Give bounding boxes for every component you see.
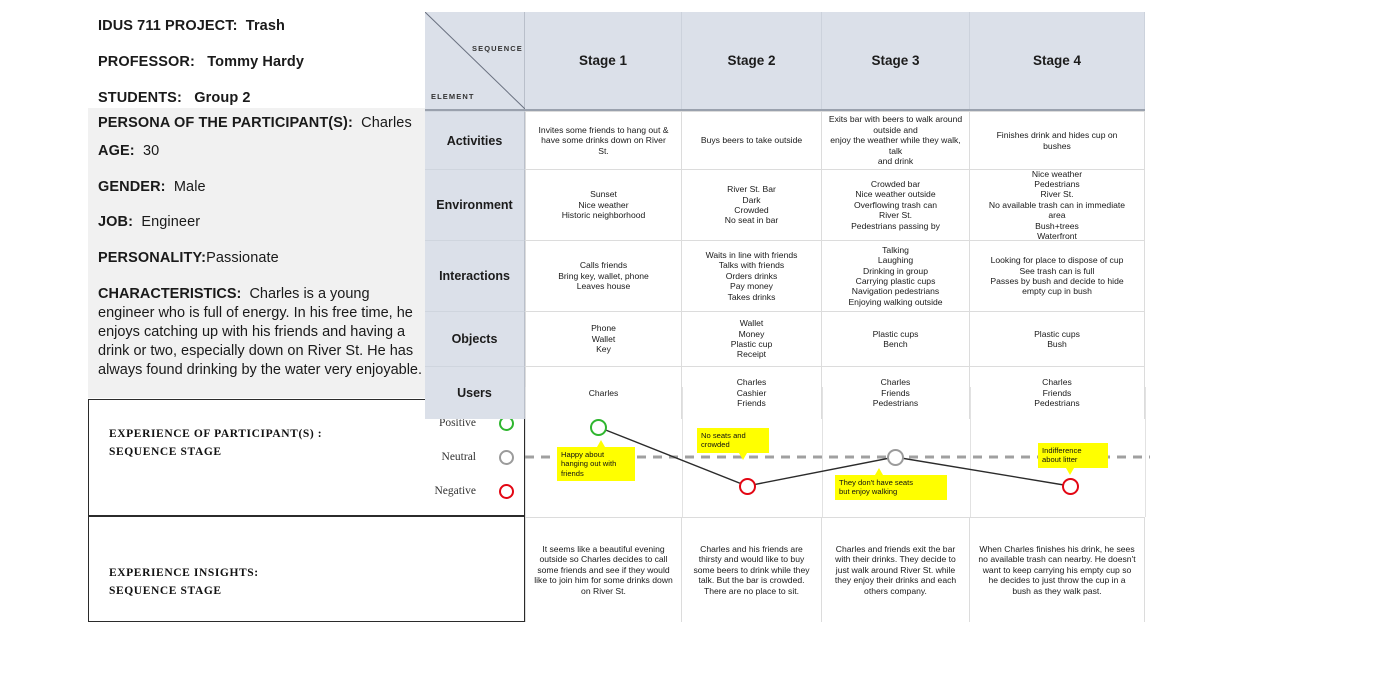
personality-value: Passionate: [206, 250, 279, 266]
cell-activities-stage4: Finishes drink and hides cup on bushes: [970, 111, 1145, 169]
cell-environment-stage1: Sunset Nice weather Historic neighborhoo…: [525, 169, 682, 240]
gender-value: Male: [173, 179, 206, 195]
stage-header-4: Stage 4: [970, 12, 1145, 109]
characteristics-line: CHARACTERISTICS: Charles is a young engi…: [98, 285, 423, 380]
annotation-tail-icon: [875, 468, 883, 475]
cell-users-stage1: Charles: [525, 366, 682, 419]
element-axis-label: ELEMENT: [431, 92, 475, 101]
cell-environment-stage4: Nice weather Pedestrians River St. No av…: [970, 169, 1145, 241]
annotation-stage2: No seats and crowded: [697, 428, 769, 460]
legend-label-positive: Positive: [438, 417, 476, 429]
annotation-tail-icon: [739, 452, 747, 460]
personality-label: PERSONALITY:: [98, 250, 207, 266]
cell-objects-stage4: Plastic cups Bush: [970, 311, 1145, 366]
insights-title-line1: EXPERIENCE INSIGHTS:: [109, 567, 259, 579]
chart-column-divider: [682, 387, 683, 517]
professor-label: PROFESSOR:: [98, 54, 195, 70]
grid-header-underline: [425, 109, 1145, 111]
stage-header-1: Stage 1: [525, 12, 682, 109]
cell-activities-stage3: Exits bar with beers to walk around outs…: [822, 111, 970, 169]
job-label: JOB:: [98, 214, 134, 230]
job-value: Engineer: [141, 214, 201, 230]
project-label: IDUS 711 PROJECT:: [98, 18, 238, 34]
characteristics-label: CHARACTERISTICS:: [98, 286, 242, 302]
row-label-activities: Activities: [425, 111, 525, 169]
chart-column-divider: [1145, 387, 1146, 517]
grid-corner-header: SEQUENCE ELEMENT: [425, 12, 525, 109]
chart-column-divider: [822, 387, 823, 517]
annotation-stage4: Indifference about litter: [1038, 443, 1108, 475]
legend-dot-neutral-icon: [499, 450, 514, 465]
experience-title-line1: EXPERIENCE OF PARTICIPANT(S) :: [109, 428, 323, 440]
stage-header-2: Stage 2: [682, 12, 822, 109]
experience-polyline: [597, 426, 1071, 487]
persona-line: PERSONA OF THE PARTICIPANT(S): Charles: [98, 115, 412, 131]
experience-point-stage1-positive[interactable]: [589, 418, 607, 436]
persona-header-block: [88, 0, 425, 108]
insight-cell-stage4: When Charles finishes his drink, he sees…: [970, 517, 1145, 622]
insight-cell-stage2: Charles and his friends are thirsty and …: [682, 517, 822, 622]
professor-line: PROFESSOR: Tommy Hardy: [98, 54, 304, 70]
persona-label: PERSONA OF THE PARTICIPANT(S):: [98, 115, 353, 131]
cell-interactions-stage2: Waits in line with friends Talks with fr…: [682, 240, 822, 311]
chart-column-divider: [970, 387, 971, 517]
annotation-stage1: Happy about hanging out with friends: [557, 440, 635, 482]
insights-title-line2: SEQUENCE STAGE: [109, 585, 222, 597]
annotation-tail-icon: [597, 440, 605, 447]
cell-environment-stage3: Crowded bar Nice weather outside Overflo…: [822, 169, 970, 240]
row-label-environment: Environment: [425, 169, 525, 240]
legend-label-negative: Negative: [434, 485, 476, 497]
experience-point-stage2-negative[interactable]: [738, 477, 756, 495]
insight-cell-stage1: It seems like a beautiful evening outsid…: [525, 517, 682, 622]
insight-cell-stage3: Charles and friends exit the bar with th…: [822, 517, 970, 622]
project-line: IDUS 711 PROJECT: Trash: [98, 18, 285, 34]
cell-objects-stage2: Wallet Money Plastic cup Receipt: [682, 311, 822, 366]
personality-line: PERSONALITY:Passionate: [98, 250, 279, 266]
age-value: 30: [142, 143, 160, 159]
students-value: Group 2: [194, 90, 251, 106]
experience-point-stage3-neutral[interactable]: [886, 448, 904, 466]
professor-value: Tommy Hardy: [207, 54, 304, 70]
annotation-stage3: They don't have seats but enjoy walking: [835, 468, 947, 500]
experience-title-line2: SEQUENCE STAGE: [109, 446, 222, 458]
cell-users-stage2: Charles Cashier Friends: [682, 366, 822, 419]
sequence-axis-label: SEQUENCE: [472, 44, 523, 53]
row-label-objects: Objects: [425, 311, 525, 366]
chart-column-divider: [525, 387, 526, 517]
persona-panel: IDUS 711 PROJECT: Trash PROFESSOR: Tommy…: [88, 0, 425, 398]
insights-row: It seems like a beautiful evening outsid…: [525, 517, 1145, 622]
gender-line: GENDER: Male: [98, 179, 206, 195]
cell-users-stage3: Charles Friends Pedestrians: [822, 366, 970, 419]
insights-label-box: EXPERIENCE INSIGHTS: SEQUENCE STAGE: [88, 516, 525, 622]
corner-diagonal-icon: [425, 12, 525, 109]
persona-value: Charles: [361, 115, 412, 131]
students-label: STUDENTS:: [98, 90, 182, 106]
cell-objects-stage1: Phone Wallet Key: [525, 311, 682, 366]
cell-interactions-stage4: Looking for place to dispose of cup See …: [970, 240, 1145, 311]
age-label: AGE:: [98, 143, 135, 159]
experience-point-stage4-negative[interactable]: [1061, 477, 1079, 495]
cell-interactions-stage3: Talking Laughing Drinking in group Carry…: [822, 240, 970, 311]
gender-label: GENDER:: [98, 179, 166, 195]
characteristics-value: Charles is a young engineer who is full …: [98, 286, 423, 378]
cell-environment-stage2: River St. Bar Dark Crowded No seat in ba…: [682, 169, 822, 240]
row-label-interactions: Interactions: [425, 240, 525, 311]
project-value: Trash: [245, 18, 285, 34]
cell-objects-stage3: Plastic cups Bench: [822, 311, 970, 366]
cell-activities-stage1: Invites some friends to hang out & have …: [525, 111, 682, 169]
stage-header-3: Stage 3: [822, 12, 970, 109]
legend-dot-negative-icon: [499, 484, 514, 499]
persona-detail-block: [88, 108, 425, 398]
age-line: AGE: 30: [98, 143, 159, 159]
row-label-users: Users: [425, 366, 525, 419]
experience-curve-chart: Happy about hanging out with friends No s…: [525, 387, 1150, 517]
cell-activities-stage2: Buys beers to take outside: [682, 111, 822, 169]
legend-label-neutral: Neutral: [441, 451, 476, 463]
cell-interactions-stage1: Calls friends Bring key, wallet, phone L…: [525, 240, 682, 311]
annotation-tail-icon: [1066, 467, 1074, 475]
job-line: JOB: Engineer: [98, 214, 200, 230]
students-line: STUDENTS: Group 2: [98, 90, 251, 106]
cell-users-stage4: Charles Friends Pedestrians: [970, 366, 1145, 419]
